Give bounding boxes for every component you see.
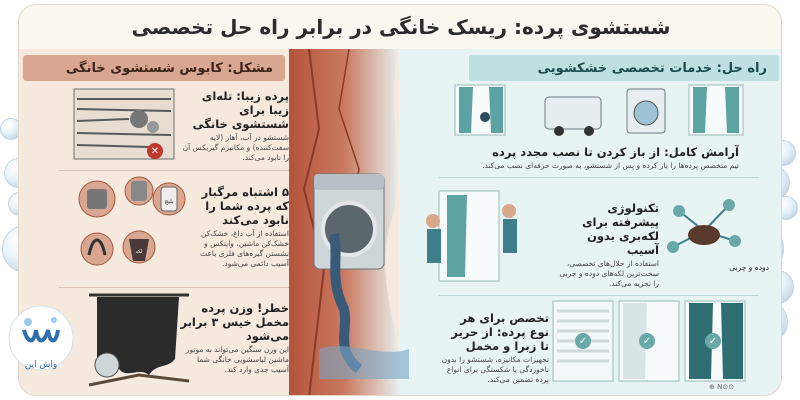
heavy-curtain-icon <box>88 293 190 387</box>
stain-caption: دوده و چربی <box>729 263 769 272</box>
mistakes-icons-cluster: بلیچ لکه <box>78 176 186 266</box>
problem-item-2-title: ۵ اشتباه مرگبار که پرده شما را نابود می‌… <box>201 185 289 227</box>
solution-item-3-body: تجهیزات مکانیزه، شستشو را بدون ناخوردگی … <box>441 355 549 384</box>
check-icon: ✓ <box>705 333 721 349</box>
curtain-types-icons <box>552 300 746 382</box>
solution-item-1-body: تیم متخصص پرده‌ها را باز کرده و پس از شس… <box>482 161 739 170</box>
drycleaning-workers-icon <box>426 190 517 282</box>
problem-item-1-title: پرده زیبا: تله‌ای زیبا برای شستشوی خانگی <box>192 89 289 131</box>
logo-text: واش این <box>24 360 58 370</box>
solution-item-1: آرامش کامل: از باز کردن تا نصب مجدد پرده… <box>459 145 739 171</box>
solution-item-3-title: تخصص برای هر نوع پرده: از حریر تا زبرا و… <box>451 311 549 353</box>
problem-item-3-title: خطر! وزن پرده مخمل خیس ۳ برابر می‌شود <box>180 301 289 343</box>
page-header: شستشوی پرده: ریسک خانگی در برابر راه حل … <box>19 5 781 49</box>
warning-x-icon: ✕ <box>147 143 163 159</box>
problem-item-1: پرده زیبا: تله‌ای زیبا برای شستشوی خانگی… <box>179 89 289 163</box>
solution-item-2: تکنولوژی پیشرفته برای لکه‌بری بدون آسیب … <box>559 201 659 289</box>
logo-icon <box>8 305 74 371</box>
molecule-stain-icon <box>667 199 741 253</box>
solution-item-3: تخصص برای هر نوع پرده: از حریر تا زبرا و… <box>439 311 549 385</box>
problem-item-2-body: استفاده از آب داغ، خشک‌کن خشک‌کن ماشین، … <box>200 229 289 268</box>
problem-band: مشکل: کابوس شستشوی خانگی <box>23 55 285 81</box>
divider <box>439 177 759 178</box>
stain-label: لکه <box>136 249 143 255</box>
solution-item-2-body: استفاده از حلال‌های تخصصی، سخت‌ترین لکه‌… <box>559 259 659 288</box>
solution-band: راه حل: خدمات تخصصی خشکشویی <box>469 55 779 81</box>
brand-logo: واش این <box>6 300 76 390</box>
divider <box>59 287 289 288</box>
problem-item-2: ۵ اشتباه مرگبار که پرده شما را نابود می‌… <box>189 185 289 269</box>
service-process-icons <box>454 84 744 136</box>
problem-band-label: مشکل: کابوس شستشوی خانگی <box>65 60 273 76</box>
solution-band-label: راه حل: خدمات تخصصی خشکشویی <box>537 60 767 76</box>
page-title: شستشوی پرده: ریسک خانگی در برابر راه حل … <box>131 15 671 39</box>
washing-machine-illustration <box>289 49 409 395</box>
divider <box>439 295 759 296</box>
credit-text: ⊕ N⊙⊙ <box>709 383 735 391</box>
solution-item-1-title: آرامش کامل: از باز کردن تا نصب مجدد پرده <box>492 145 739 159</box>
divider <box>59 170 289 171</box>
solution-item-2-title: تکنولوژی پیشرفته برای لکه‌بری بدون آسیب <box>581 201 659 257</box>
check-icon: ✓ <box>639 333 655 349</box>
problem-item-3: خطر! وزن پرده مخمل خیس ۳ برابر می‌شود ای… <box>179 301 289 375</box>
bleach-label: بلیچ <box>164 198 174 205</box>
check-icon: ✓ <box>575 333 591 349</box>
infographic-card: شستشوی پرده: ریسک خانگی در برابر راه حل … <box>18 4 782 396</box>
problem-item-1-body: شستشو در آب، آهار (لایه سفت‌کننده) و مکا… <box>182 133 289 162</box>
problem-item-3-body: این وزن سنگین می‌تواند به موتور ماشین لب… <box>185 345 289 374</box>
